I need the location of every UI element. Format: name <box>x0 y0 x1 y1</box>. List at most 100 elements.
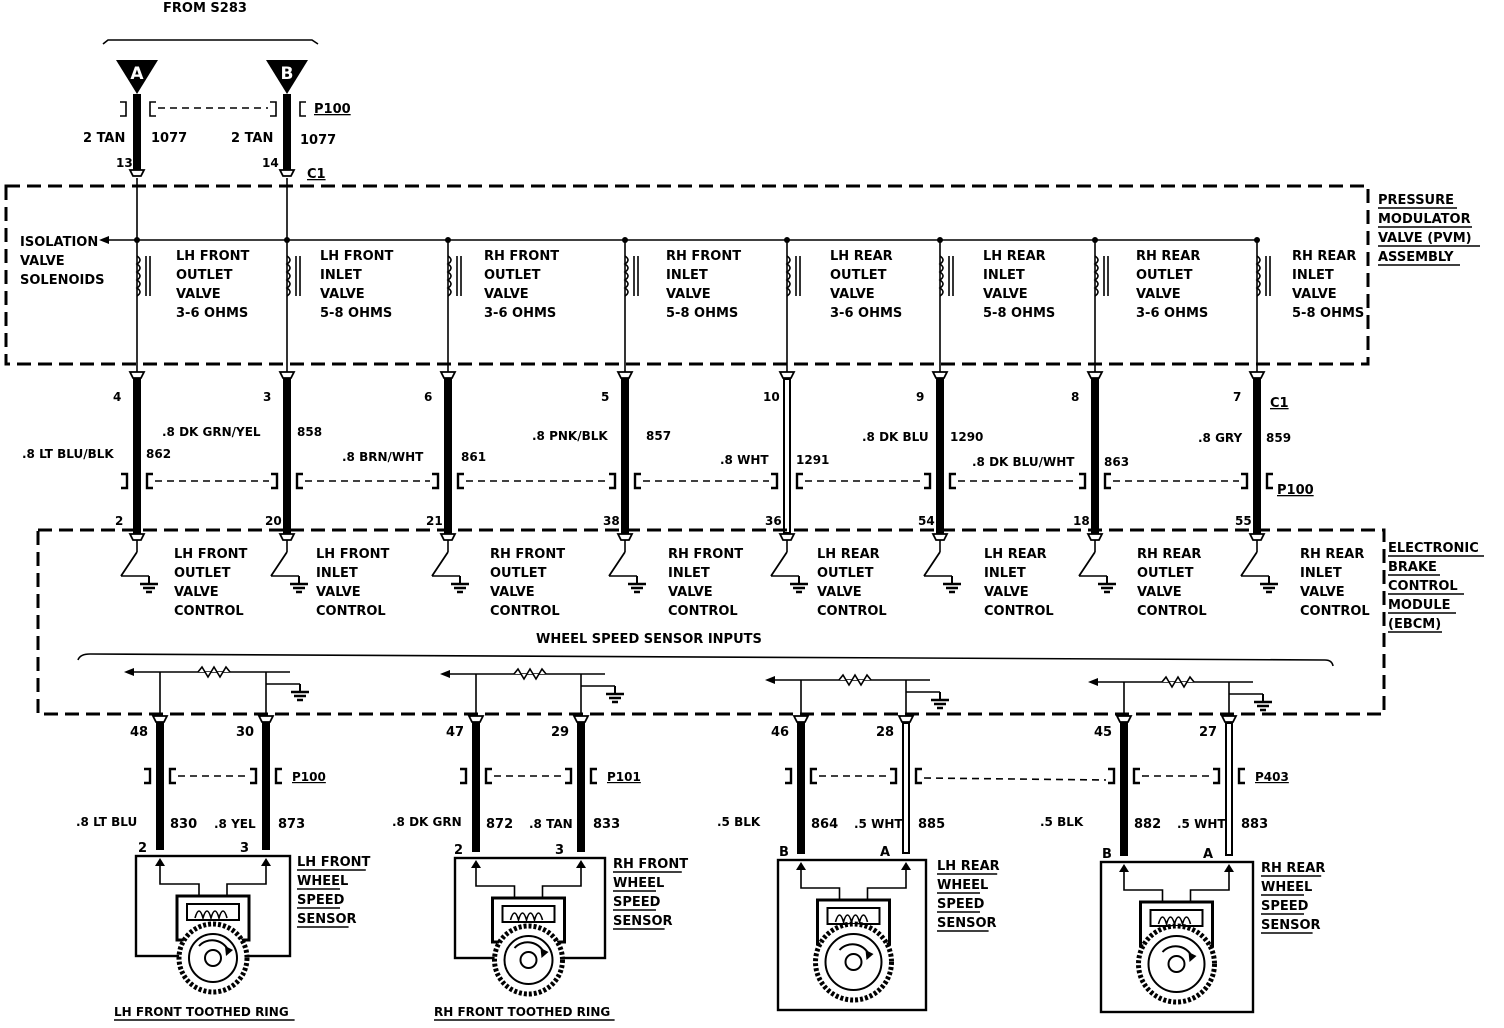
feed-b-circuit: 1077 <box>300 133 336 148</box>
wss-pin-left-number-2: 46 <box>771 725 789 740</box>
wss-pin-left-0 <box>151 715 169 723</box>
wss-int-left-0 <box>159 866 200 896</box>
ebcm-control-text-7-1: INLET <box>1300 566 1342 581</box>
ebcm-pin-number-2: 21 <box>426 514 443 528</box>
wss-arrow-in-right-2 <box>901 862 911 870</box>
ebcm-label-4: MODULE <box>1388 598 1451 613</box>
pmv-valve-text-7-2: VALVE <box>1292 287 1337 302</box>
wire-color-label-7: .8 GRY <box>1198 431 1243 445</box>
ebcm-control-text-3-2: VALVE <box>668 585 713 600</box>
ebcm-label-1: ELECTRONIC <box>1388 541 1479 556</box>
wss-wire-left-label-3: .5 BLK <box>1040 815 1084 829</box>
control-switch-icon-1 <box>270 551 288 577</box>
wss-coil-windings-1 <box>509 912 544 923</box>
ebcm-control-text-5-1: INLET <box>984 566 1026 581</box>
toothed-ring-label-1: RH FRONT TOOTHED RING <box>434 1005 610 1019</box>
wss-name-2-1: WHEEL <box>937 878 988 893</box>
wire-color-label-1: .8 DK GRN/YEL <box>162 425 261 439</box>
wss-name-2-2: SPEED <box>937 897 985 912</box>
pmv-valve-text-4-3: 3-6 OHMS <box>830 306 902 321</box>
pmv-valve-text-1-1: INLET <box>320 268 362 283</box>
c1-top-label: C1 <box>307 167 326 182</box>
wss-resistor-icon-2 <box>838 673 872 687</box>
wire-color-label-0: .8 LT BLU/BLK <box>22 447 114 461</box>
wss-conn-r1-1 <box>565 767 573 785</box>
ebcm-pin-number-4: 36 <box>765 514 782 528</box>
p100-top-pin-a-right <box>149 101 156 117</box>
wss-arrow-in-left-3 <box>1119 864 1129 872</box>
wss-term-left-2: B <box>779 845 789 860</box>
wss-conn-l1-1 <box>460 767 468 785</box>
control-switch-icon-0 <box>120 551 138 577</box>
wire-color-label-6: .8 DK BLU/WHT <box>972 455 1075 469</box>
wire-circuit-7: 859 <box>1266 431 1291 445</box>
solenoid-coil-icon-4 <box>785 255 791 297</box>
ebcm-control-text-4-3: CONTROL <box>817 604 887 619</box>
wss-circuit-left-1: 872 <box>486 817 513 832</box>
ebcm-control-text-7-0: RH REAR <box>1300 547 1364 562</box>
splice-b-letter: B <box>281 64 294 84</box>
wss-conn-l1-3 <box>1108 767 1116 785</box>
ebcm-control-text-1-0: LH FRONT <box>316 547 390 562</box>
pmv-valve-text-3-0: RH FRONT <box>666 249 741 264</box>
ebcm-control-text-0-1: OUTLET <box>174 566 231 581</box>
solenoid-coil-icon-2 <box>446 255 452 297</box>
wss-pin-left-number-0: 48 <box>130 725 148 740</box>
ebcm-label-3: CONTROL <box>1388 579 1458 594</box>
control-switch-icon-4 <box>770 551 788 577</box>
p100-pin-left-7 <box>1241 472 1249 490</box>
wss-conn-r1-2 <box>890 767 898 785</box>
c1-pin-number-1: 3 <box>263 390 271 404</box>
ebcm-control-text-0-3: CONTROL <box>174 604 244 619</box>
valve-node-0 <box>134 237 140 243</box>
ebcm-control-text-6-2: VALVE <box>1137 585 1182 600</box>
wss-connector-label-3: P403 <box>1255 770 1289 784</box>
ebcm-control-text-2-1: OUTLET <box>490 566 547 581</box>
p100-pin-left-3 <box>609 472 617 490</box>
pmv-valve-text-3-3: 5-8 OHMS <box>666 306 738 321</box>
wss-circuit-right-0: 873 <box>278 817 305 832</box>
wss-name-0-2: SPEED <box>297 893 345 908</box>
ebcm-pin-2 <box>439 533 457 541</box>
wss-arrow-1 <box>440 670 450 678</box>
c1-pin-number-5: 9 <box>916 390 924 404</box>
toothed-ring-label-0: LH FRONT TOOTHED RING <box>114 1005 289 1019</box>
toothed-ring-hub-2 <box>844 953 863 971</box>
ebcm-control-text-3-0: RH FRONT <box>668 547 743 562</box>
pmv-valve-text-2-2: VALVE <box>484 287 529 302</box>
ebcm-control-text-6-1: OUTLET <box>1137 566 1194 581</box>
ebcm-control-text-3-3: CONTROL <box>668 604 738 619</box>
ebcm-pin-0 <box>128 533 146 541</box>
p100-top-pin-a-left <box>120 101 127 117</box>
control-switch-icon-7 <box>1240 551 1258 577</box>
toothed-ring-icon-2 <box>813 921 894 1003</box>
wss-wire-right-label-2: .5 WHT <box>854 817 903 831</box>
isolation-label-2: VALVE <box>20 254 65 269</box>
pmv-valve-text-0-1: OUTLET <box>176 268 233 283</box>
wss-wire-right-label-0: .8 YEL <box>214 817 256 831</box>
solenoid-coil-icon-3 <box>623 255 629 297</box>
c1-pin-number-2: 6 <box>424 390 432 404</box>
wss-arrow-2 <box>765 676 775 684</box>
from-bracket <box>102 39 319 45</box>
wss-connector-label-1: P101 <box>607 770 641 784</box>
wire-color-label-4: .8 WHT <box>720 453 769 467</box>
solenoid-coil-icon-0 <box>135 255 141 297</box>
wss-name-3-1: WHEEL <box>1261 880 1312 895</box>
wss-int-right-0 <box>226 866 267 896</box>
pmv-valve-text-2-0: RH FRONT <box>484 249 559 264</box>
wss-pin-right-1 <box>572 715 590 723</box>
ebcm-pin-number-0: 2 <box>115 514 123 528</box>
feed-b-pin: 14 <box>262 156 279 170</box>
wss-name-1-3: SENSOR <box>613 914 673 929</box>
wss-conn-l2-1 <box>484 767 492 785</box>
toothed-ring-inner-1 <box>503 935 554 985</box>
wss-pin-left-1 <box>467 715 485 723</box>
wire-circuit-0: 862 <box>146 447 171 461</box>
toothed-ring-inner-3 <box>1147 935 1206 993</box>
rotation-arrowhead-0 <box>225 946 233 956</box>
wss-circuit-right-3: 883 <box>1241 817 1268 832</box>
ebcm-control-text-7-2: VALVE <box>1300 585 1345 600</box>
toothed-ring-hub-3 <box>1167 955 1186 973</box>
